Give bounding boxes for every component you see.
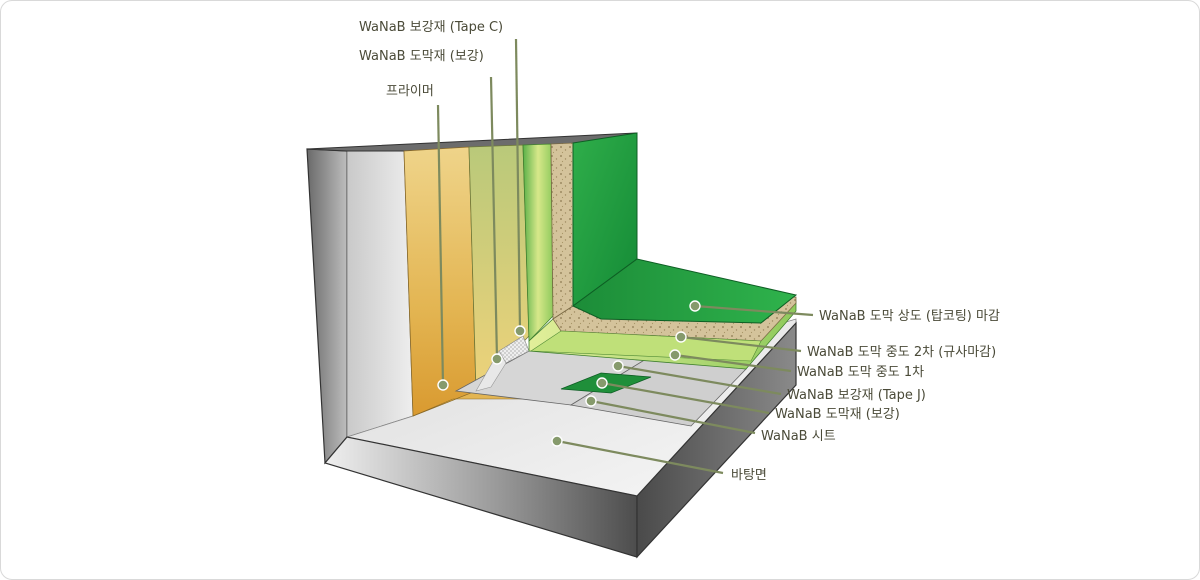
label-mid-coat-1: WaNaB 도막 중도 1차: [797, 365, 924, 380]
callout-top-coat: WaNaB 도막 상도 (탑코팅) 마감: [689, 300, 1000, 324]
callout-primer: 프라이머: [386, 84, 449, 391]
label-substrate: 바탕면: [731, 468, 767, 483]
callout-substrate: 바탕면: [551, 435, 767, 483]
callout-membrane-wall: WaNaB 도막재 (보강): [359, 49, 503, 365]
callout-tape-j: WaNaB 보강재 (Tape J): [612, 360, 926, 403]
label-membrane-floor: WaNaB 도막재 (보강): [775, 407, 900, 422]
label-primer: 프라이머: [386, 84, 434, 99]
callout-sheet: WaNaB 시트: [585, 395, 836, 444]
concrete-wall: [306, 132, 638, 465]
callout-membrane-floor: WaNaB 도막재 (보강): [596, 377, 900, 422]
label-tape-c: WaNaB 보강재 (Tape C): [359, 20, 503, 35]
label-mid-coat-2: WaNaB 도막 중도 2차 (규사마감): [807, 345, 996, 360]
label-top-coat: WaNaB 도막 상도 (탑코팅) 마감: [819, 309, 1000, 324]
callout-tape-c: WaNaB 보강재 (Tape C): [359, 20, 526, 337]
label-sheet: WaNaB 시트: [761, 429, 836, 444]
callout-mid-coat-1: WaNaB 도막 중도 1차: [669, 349, 924, 380]
label-tape-j: WaNaB 보강재 (Tape J): [787, 388, 926, 403]
top-coat-floor: [572, 258, 798, 324]
callout-mid-coat-2: WaNaB 도막 중도 2차 (규사마감): [675, 331, 996, 360]
mid-coat-2-wall: [550, 142, 574, 320]
label-membrane-wall: WaNaB 도막재 (보강): [359, 49, 484, 64]
